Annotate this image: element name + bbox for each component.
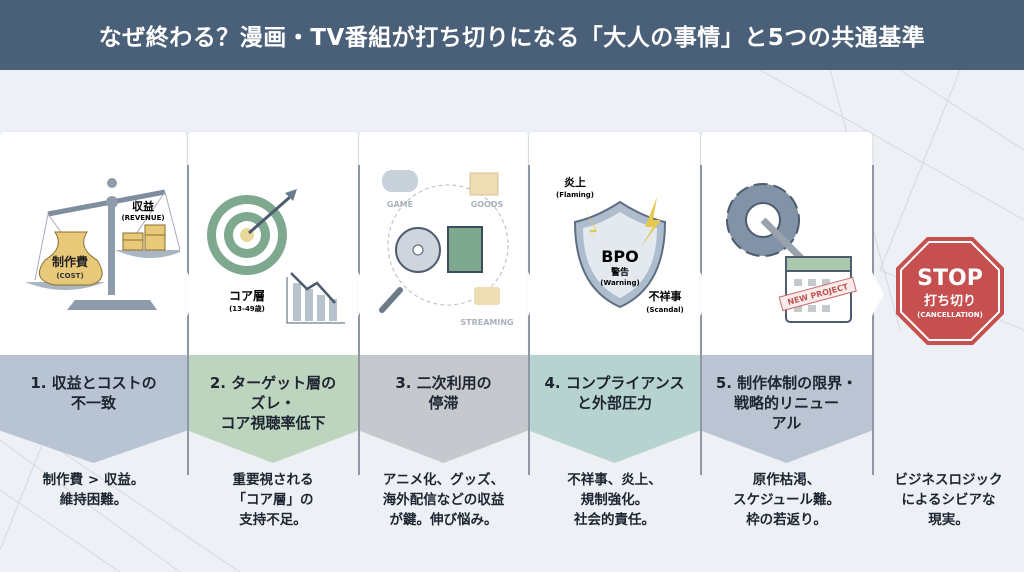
divider bbox=[358, 165, 360, 475]
warning-label: 警告 bbox=[611, 266, 629, 278]
warning-en-label: (Warning) bbox=[600, 279, 639, 287]
game-controller-icon bbox=[382, 170, 418, 192]
chevron-arrow-icon bbox=[358, 272, 370, 316]
cancel-en-label: (CANCELLATION) bbox=[917, 311, 983, 319]
stop-sign-icon: STOP 打ち切り (CANCELLATION) bbox=[896, 237, 1004, 345]
lightning-icon bbox=[641, 197, 661, 247]
description-2: 重要視される 「コア層」の 支持不足。 bbox=[232, 472, 314, 528]
stop-label: STOP bbox=[917, 266, 983, 291]
balance-scale-icon: 制作費 (COST) 収益 (REVENUE) bbox=[25, 178, 180, 310]
chevron-arrow-icon bbox=[187, 272, 199, 316]
broken-link-icon bbox=[379, 287, 403, 313]
heading-2: 2. ターゲット層の ズレ・ コア視聴率低下 bbox=[209, 374, 337, 432]
game-label: GAME bbox=[387, 200, 413, 209]
core-label: コア層 bbox=[229, 289, 265, 303]
scandal-label: 不祥事 bbox=[649, 289, 682, 303]
bpo-label: BPO bbox=[601, 247, 639, 266]
shield-warning-icon: 炎上 (Flaming) BPO 警告 (Warning) 不祥事 (Scand… bbox=[556, 175, 684, 314]
target-chart-icon: コア層 (13-49歳) bbox=[207, 189, 345, 324]
media-cycle-icon: GAME GOODS STREAMING bbox=[379, 170, 514, 327]
heading-5: 5. 制作体制の限界・ 戦略的リニュー アル bbox=[715, 374, 858, 432]
description-final: ビジネスロジック によるシビアな 現実。 bbox=[894, 472, 1003, 528]
play-icon bbox=[474, 287, 500, 305]
heading-3: 3. 二次利用の 停滞 bbox=[395, 374, 492, 412]
book-icon bbox=[447, 226, 483, 273]
revenue-en-label: (REVENUE) bbox=[121, 214, 164, 222]
core-age-label: (13-49歳) bbox=[229, 304, 265, 313]
description-1: 制作費 > 収益。 維持困難。 bbox=[42, 472, 145, 508]
revenue-label: 収益 bbox=[132, 199, 154, 213]
description-3: アニメ化、グッズ、 海外配信などの収益 が鍵。伸び悩み。 bbox=[382, 472, 505, 528]
flaming-en-label: (Flaming) bbox=[556, 191, 594, 199]
heading-1: 1. 収益とコストの 不一致 bbox=[30, 374, 157, 412]
page-title: なぜ終わる？漫画・TV番組が打ち切りになる「大人の事情」と5つの共通基準 bbox=[98, 25, 926, 51]
gear-calendar-icon: NEW PROJECT bbox=[726, 183, 857, 323]
goods-label: GOODS bbox=[471, 200, 504, 209]
divider bbox=[872, 165, 874, 475]
heading-4: 4. コンプライアンス と外部圧力 bbox=[544, 374, 685, 412]
description-4: 不祥事、炎上、 規制強化。 社会的責任。 bbox=[567, 472, 662, 528]
divider bbox=[187, 165, 189, 475]
chevron-arrow-icon bbox=[872, 272, 884, 316]
cancel-label: 打ち切り bbox=[924, 293, 976, 309]
chevron-arrow-icon bbox=[700, 272, 712, 316]
flaming-label: 炎上 bbox=[564, 175, 586, 189]
scandal-en-label: (Scandal) bbox=[646, 306, 683, 314]
description-5: 原作枯渇、 スケジュール難。 枠の若返り。 bbox=[732, 472, 841, 528]
cost-en-label: (COST) bbox=[56, 272, 83, 280]
goods-box-icon bbox=[469, 172, 499, 196]
title-bar: なぜ終わる？漫画・TV番組が打ち切りになる「大人の事情」と5つの共通基準 bbox=[0, 0, 1024, 70]
divider bbox=[700, 165, 702, 475]
divider bbox=[528, 165, 530, 475]
streaming-label: STREAMING bbox=[460, 318, 513, 327]
chevron-arrow-icon bbox=[528, 272, 540, 316]
cost-label: 制作費 bbox=[52, 254, 88, 269]
card-3 bbox=[359, 132, 528, 355]
